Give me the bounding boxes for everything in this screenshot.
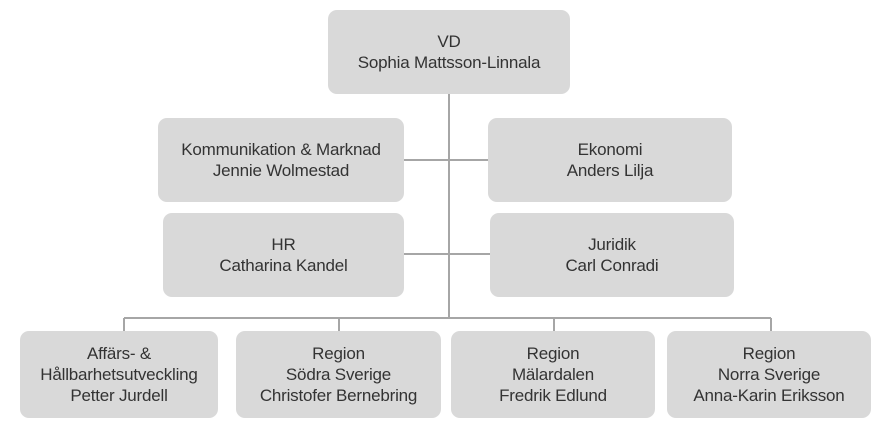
ceo-title: VD — [437, 32, 461, 51]
staff-name: Carl Conradi — [565, 256, 659, 275]
division-title-line1: Region — [312, 344, 365, 363]
ceo-name: Sophia Mattsson-Linnala — [357, 53, 541, 72]
division-name: Christofer Bernebring — [259, 386, 418, 405]
staff-name: Anders Lilja — [566, 161, 654, 180]
division-box-sodra-sverige: Region Södra Sverige Christofer Bernebri… — [236, 331, 441, 418]
division-title-line2: Hållbarhetsutveckling — [40, 365, 198, 384]
ceo-box: VD Sophia Mattsson-Linnala — [328, 10, 570, 94]
division-box-malardalen: Region Mälardalen Fredrik Edlund — [451, 331, 655, 418]
staff-name: Jennie Wolmestad — [212, 161, 350, 180]
staff-box-ekonomi: Ekonomi Anders Lilja — [488, 118, 732, 202]
division-name: Petter Jurdell — [70, 386, 168, 405]
staff-box-kommunikation: Kommunikation & Marknad Jennie Wolmestad — [158, 118, 404, 202]
division-name: Anna-Karin Eriksson — [693, 386, 845, 405]
division-title-line2: Mälardalen — [511, 365, 595, 384]
staff-title: Kommunikation & Marknad — [181, 140, 381, 159]
division-box-affars-hallbarhet: Affärs- & Hållbarhetsutveckling Petter J… — [20, 331, 218, 418]
staff-box-juridik: Juridik Carl Conradi — [490, 213, 734, 297]
staff-box-hr: HR Catharina Kandel — [163, 213, 404, 297]
division-title-line2: Södra Sverige — [285, 365, 392, 384]
division-title-line1: Affärs- & — [86, 344, 152, 363]
staff-title: Ekonomi — [577, 140, 643, 159]
division-box-norra-sverige: Region Norra Sverige Anna-Karin Eriksson — [667, 331, 871, 418]
division-title-line1: Region — [742, 344, 796, 363]
staff-title: Juridik — [588, 235, 636, 254]
division-title-line1: Region — [526, 344, 580, 363]
division-name: Fredrik Edlund — [499, 386, 607, 405]
staff-title: HR — [271, 235, 296, 254]
staff-name: Catharina Kandel — [219, 256, 348, 275]
division-title-line2: Norra Sverige — [717, 365, 821, 384]
